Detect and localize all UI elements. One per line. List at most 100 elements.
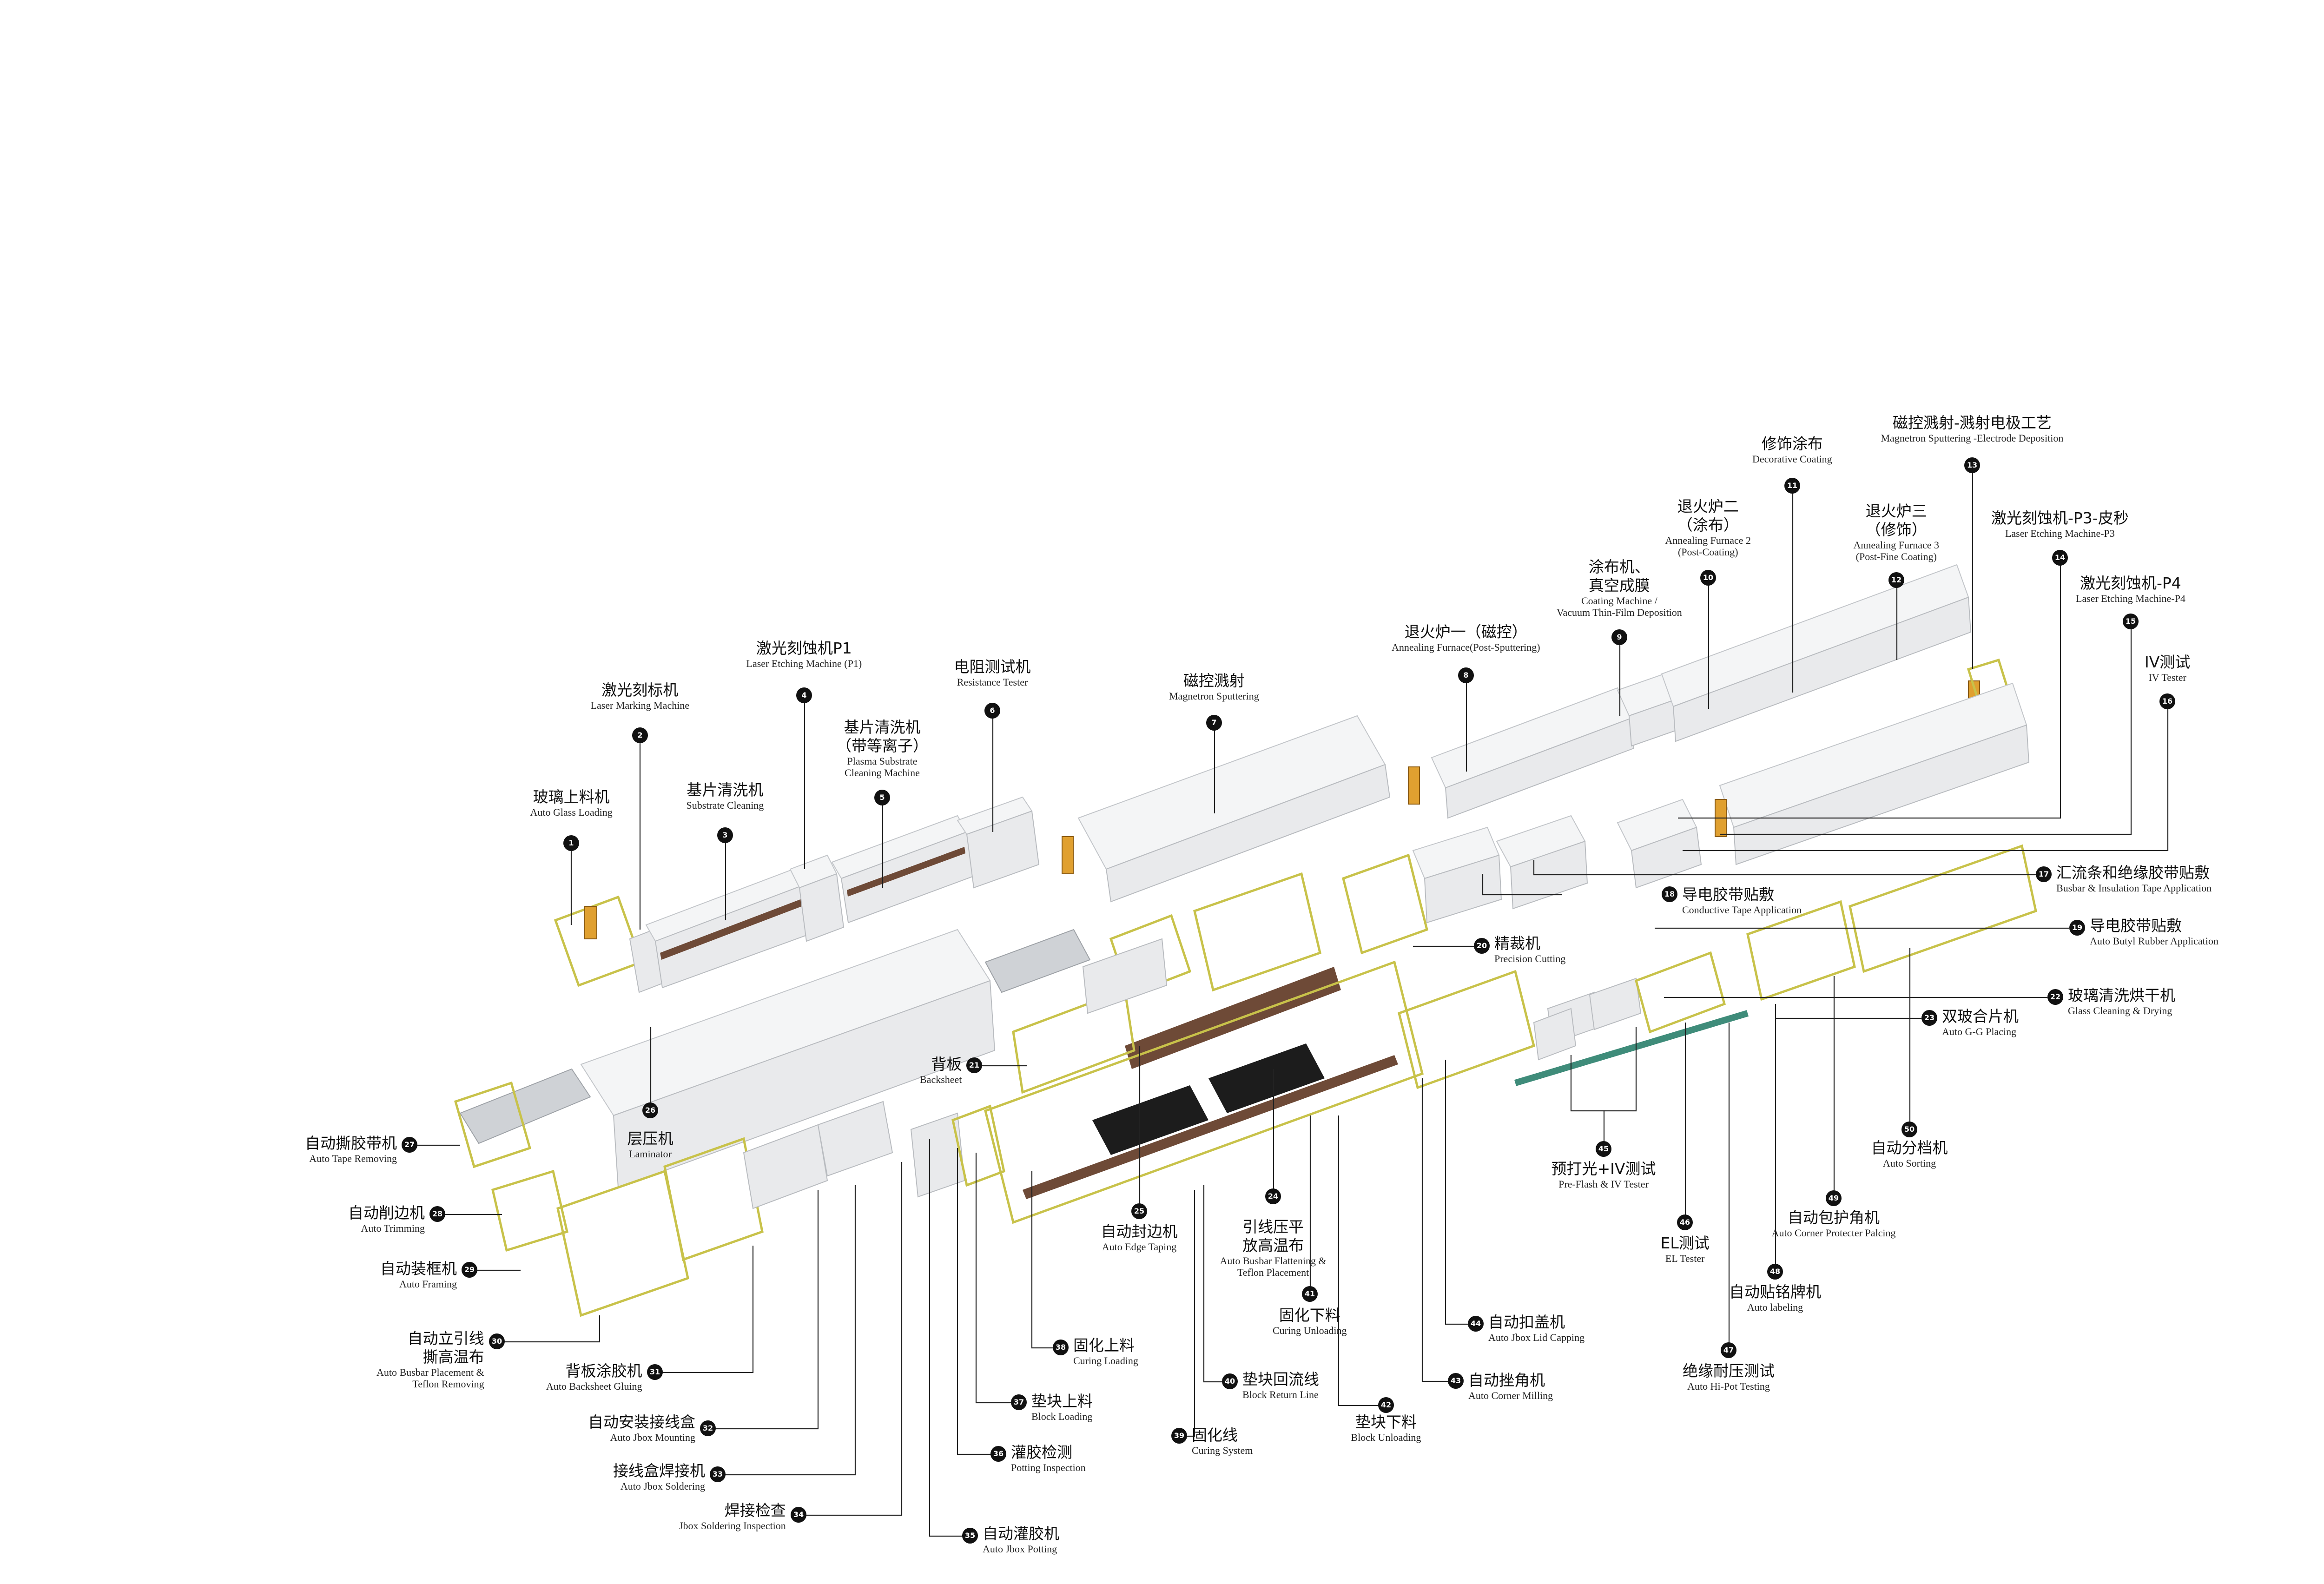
station-name-en: Curing Unloading — [1273, 1325, 1347, 1336]
station-name-zh: 接线盒焊接机 — [613, 1462, 705, 1480]
station-number-badge: 31 — [647, 1364, 663, 1380]
station-number-badge: 29 — [462, 1262, 477, 1278]
station-name-zh: 预打光+IV测试 — [1551, 1160, 1656, 1178]
station-name-en: Resistance Tester — [957, 676, 1028, 688]
station-number-badge: 50 — [1901, 1122, 1917, 1137]
station-name-en: Annealing Furnace 3 — [1853, 539, 1940, 551]
station-name-zh: 焊接检查 — [724, 1501, 786, 1519]
station-name-zh: 灌胶检测 — [1011, 1443, 1072, 1461]
station-number-badge: 37 — [1011, 1394, 1027, 1410]
station-name-zh: 电阻测试机 — [954, 658, 1031, 676]
station-number-badge: 38 — [1053, 1340, 1069, 1355]
station-name-zh: 撕高温布 — [423, 1348, 484, 1366]
station-number-badge: 41 — [1302, 1286, 1318, 1302]
station-name-zh: 自动包护角机 — [1788, 1208, 1880, 1227]
station-name-en: Annealing Furnace 2 — [1665, 535, 1751, 546]
station-name-zh: 激光刻标机 — [601, 681, 679, 699]
station-name-zh: 导电胶带贴敷 — [2090, 917, 2182, 935]
station-name-zh: 精裁机 — [1494, 934, 1540, 952]
station-number-badge: 30 — [489, 1333, 505, 1349]
station-label-8: 退火炉一（磁控）Annealing Furnace(Post-Sputterin… — [1392, 623, 1540, 653]
station-name-en: Backsheet — [920, 1074, 962, 1085]
station-name-zh: 垫块上料 — [1031, 1392, 1093, 1410]
station-name-zh: 固化上料 — [1073, 1336, 1135, 1354]
station-name-en: Auto G-G Placing — [1942, 1026, 2017, 1037]
station-name-en: Auto Trimming — [361, 1222, 425, 1234]
station-name-zh: 自动分档机 — [1871, 1139, 1948, 1157]
station-name-zh: 退火炉三 — [1865, 502, 1927, 520]
station-number-badge: 23 — [1921, 1010, 1937, 1026]
station-name-en: (Post-Coating) — [1677, 546, 1738, 558]
station-name-en: Cleaning Machine — [845, 767, 920, 779]
station-number-badge: 33 — [710, 1466, 726, 1482]
station-number-badge: 4 — [796, 687, 812, 703]
station-label-12: 退火炉三（修饰）Annealing Furnace 3(Post-Fine Co… — [1854, 502, 1940, 562]
station-number-badge: 48 — [1767, 1264, 1783, 1280]
station-number-badge: 19 — [2069, 920, 2085, 936]
station-name-en: Vacuum Thin-Film Deposition — [1557, 607, 1682, 618]
station-name-zh: 自动挫角机 — [1468, 1371, 1545, 1389]
station-name-en: Jbox Soldering Inspection — [679, 1520, 786, 1531]
station-number-badge: 8 — [1458, 667, 1474, 683]
station-name-en: IV Tester — [2148, 672, 2186, 683]
station-name-zh: 激光刻蚀机-P4 — [2080, 574, 2181, 592]
station-number-badge: 13 — [1964, 457, 1980, 473]
station-number-badge: 11 — [1784, 478, 1800, 494]
station-number-badge: 6 — [984, 703, 1000, 719]
station-number-badge: 49 — [1826, 1190, 1842, 1206]
station-name-en: Auto Busbar Placement & — [376, 1366, 484, 1378]
station-number-badge: 20 — [1474, 938, 1490, 954]
station-number-badge: 44 — [1468, 1316, 1484, 1332]
station-name-en: Decorative Coating — [1752, 453, 1832, 465]
station-name-en: Pre-Flash & IV Tester — [1558, 1178, 1649, 1190]
station-name-en: Block Return Line — [1242, 1389, 1319, 1400]
station-name-zh: 涂布机、 — [1588, 558, 1650, 576]
station-number-badge: 40 — [1222, 1373, 1238, 1389]
station-name-en: (Post-Fine Coating) — [1855, 551, 1937, 562]
station-name-zh: 基片清洗机 — [844, 718, 921, 736]
station-name-zh: （修饰） — [1865, 521, 1927, 539]
station-number-badge: 3 — [717, 827, 733, 843]
station-name-en: Conductive Tape Application — [1682, 904, 1802, 916]
station-name-en: Block Loading — [1031, 1411, 1093, 1422]
station-number-badge: 34 — [791, 1507, 806, 1523]
station-number-badge: 43 — [1448, 1373, 1464, 1389]
station-name-zh: 背板涂胶机 — [565, 1362, 642, 1380]
station-number-badge: 1 — [563, 835, 579, 851]
station-number-badge: 24 — [1265, 1188, 1281, 1204]
station-name-en: Laser Etching Machine-P3 — [2005, 528, 2115, 539]
station-name-en: Glass Cleaning & Drying — [2068, 1005, 2172, 1016]
station-number-badge: 28 — [429, 1206, 445, 1222]
station-name-en: Block Unloading — [1351, 1432, 1421, 1443]
station-number-badge: 36 — [990, 1446, 1006, 1462]
station-name-zh: 磁控溅射-溅射电极工艺 — [1892, 414, 2052, 432]
station-name-en: Substrate Cleaning — [686, 799, 764, 811]
station-name-zh: 固化线 — [1192, 1426, 1238, 1444]
station-name-en: Auto Hi-Pot Testing — [1687, 1380, 1770, 1392]
station-name-en: Teflon Placement — [1237, 1267, 1309, 1278]
station-number-badge: 12 — [1888, 572, 1904, 588]
leader-lines — [410, 466, 2169, 1537]
station-name-en: Auto Jbox Potting — [983, 1543, 1057, 1555]
station-name-en: Auto Sorting — [1882, 1157, 1936, 1169]
